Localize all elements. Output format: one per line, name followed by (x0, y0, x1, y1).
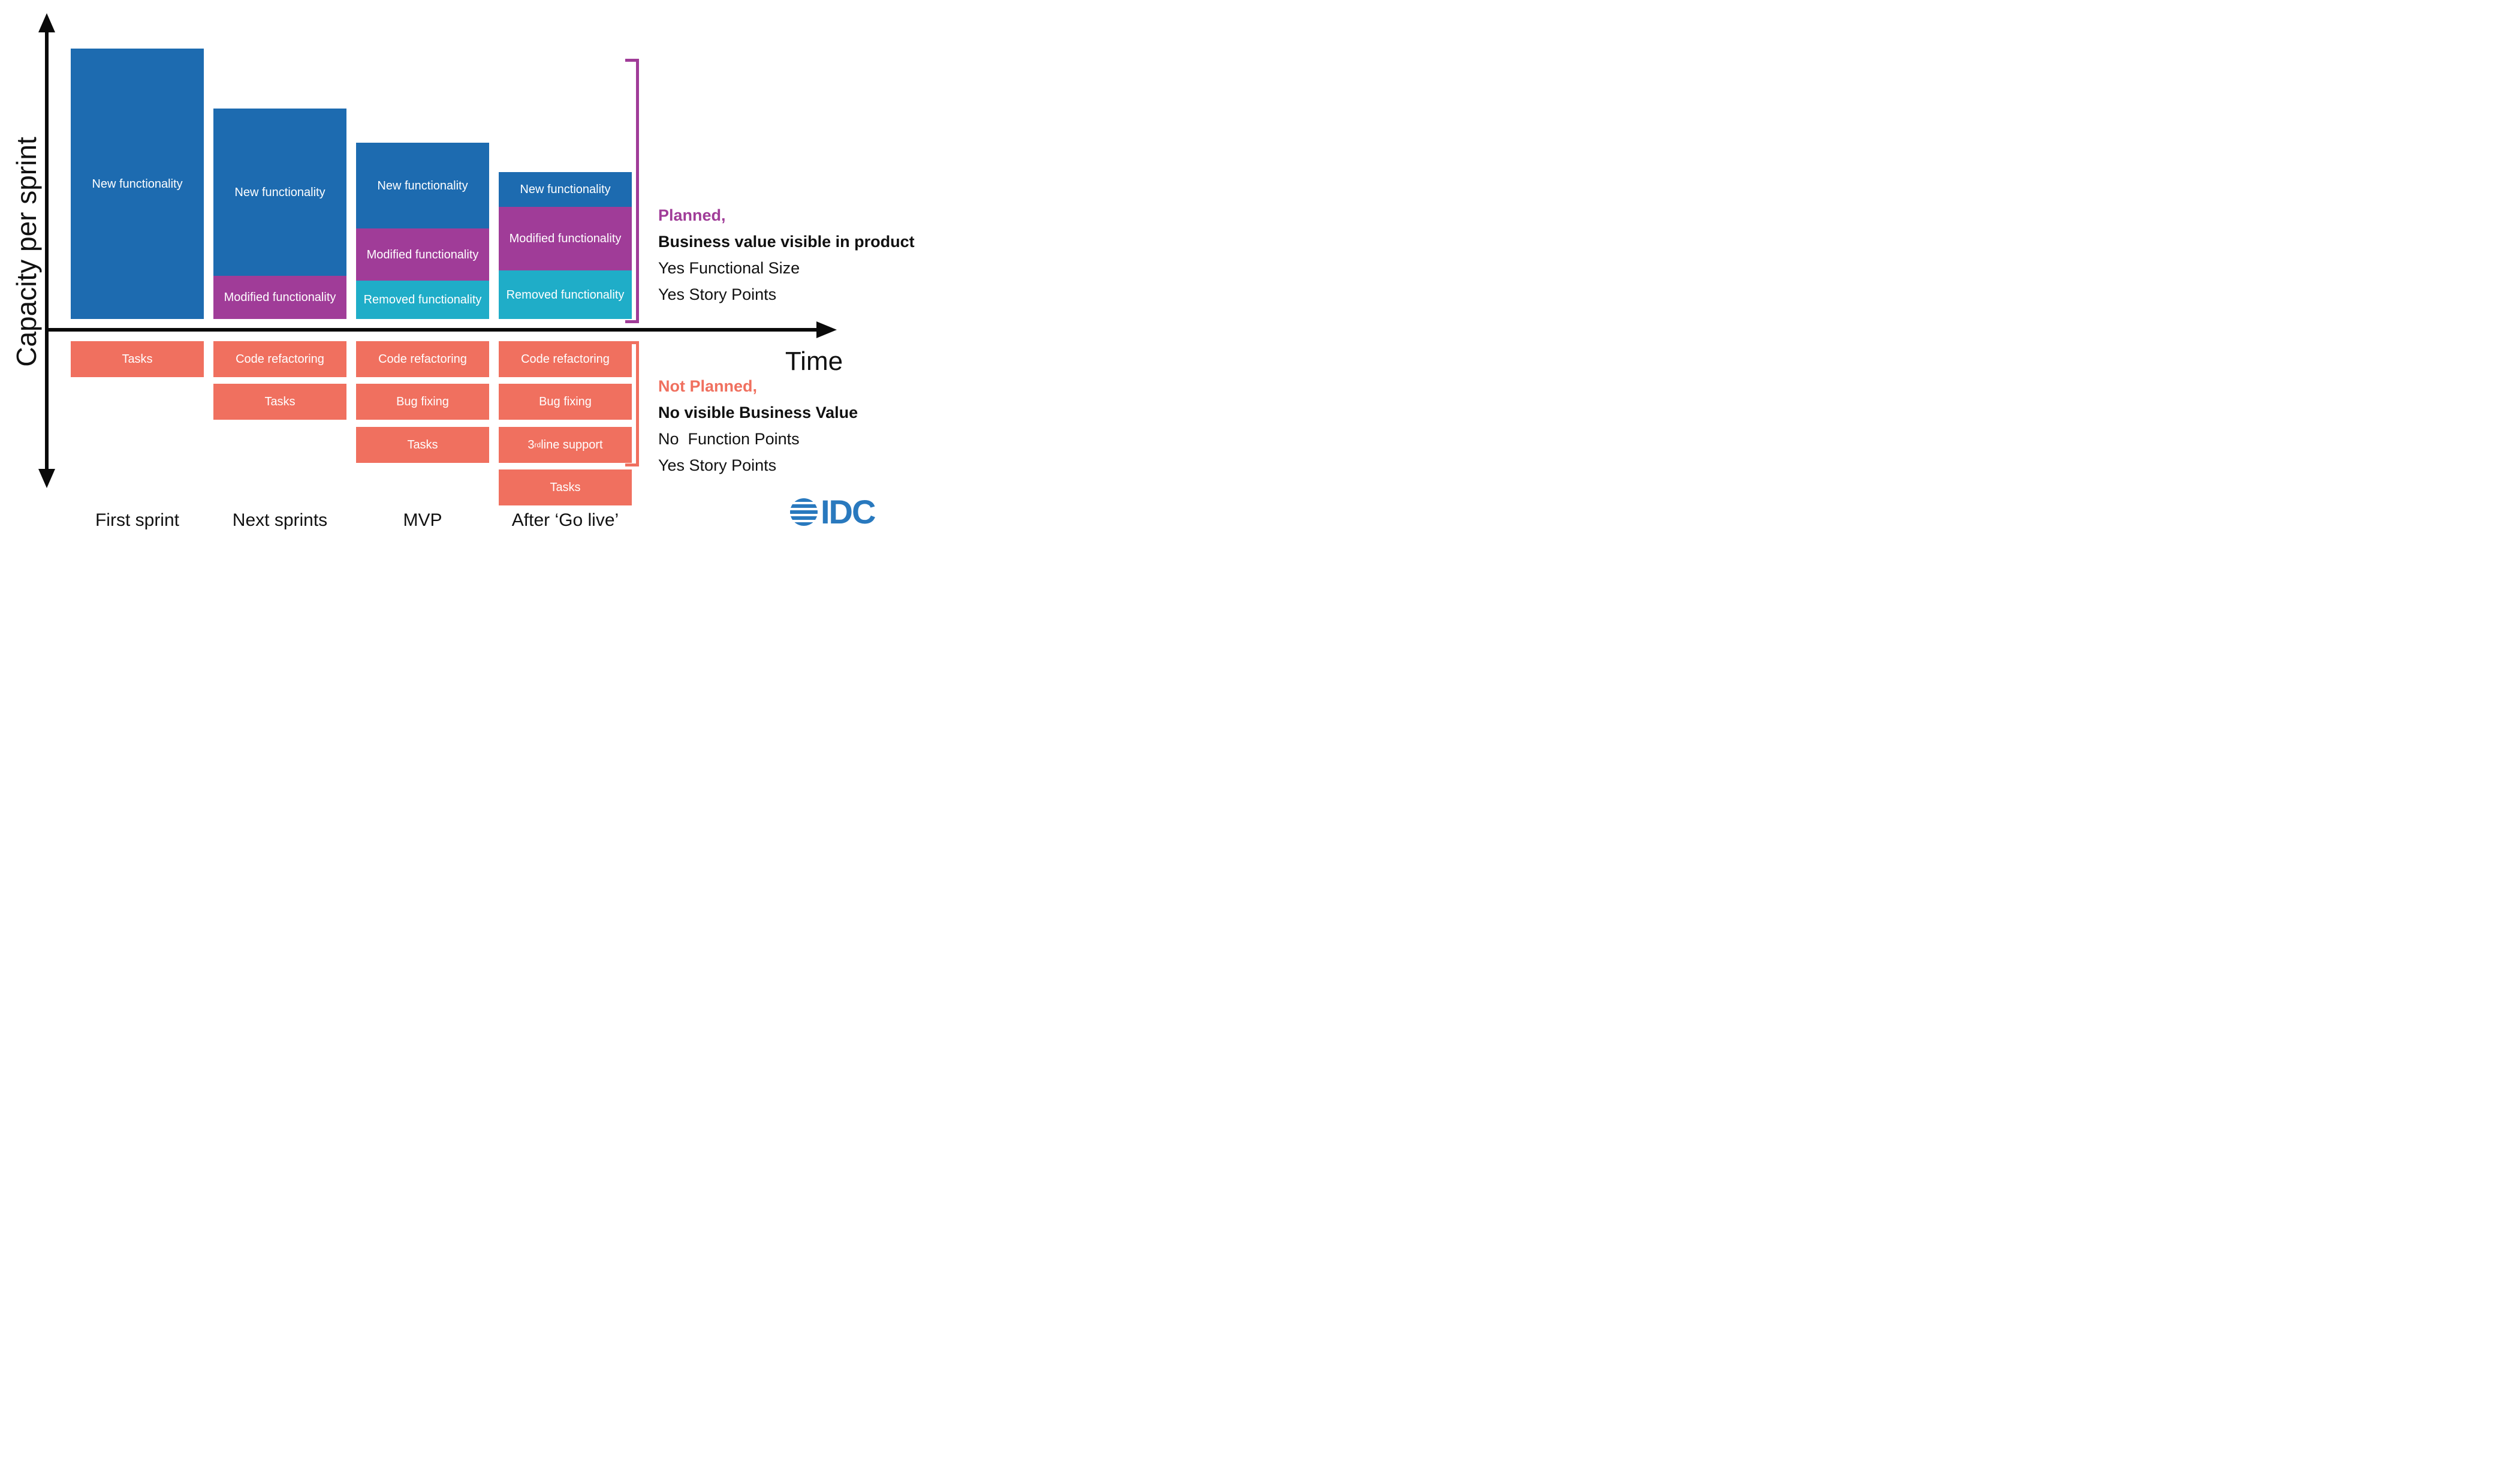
task-box-code-refactoring: Code refactoring (213, 341, 346, 377)
task-box-bug-fixing: Bug fixing (356, 384, 489, 420)
not-planned-note-line-2: No Function Points (658, 430, 800, 448)
x-axis-arrow-right-icon (816, 321, 837, 338)
task-box-tasks: Tasks (213, 384, 346, 420)
sprint-capacity-diagram: Capacity per sprint Time New functionali… (0, 0, 921, 542)
bar-segment-new-functionality: New functionality (213, 109, 346, 276)
column-label-1: First sprint (95, 510, 179, 530)
idc-logo-text: IDC (821, 493, 876, 531)
y-axis-arrow-up-icon (38, 13, 55, 32)
ordinal-superscript: rd (534, 441, 541, 449)
not-planned-note-line-3: Yes Story Points (658, 456, 777, 474)
bar-segment-modified-functionality: Modified functionality (213, 276, 346, 319)
planned-note-line-3: Yes Story Points (658, 285, 777, 303)
planned-note: Planned, Business value visible in produ… (658, 202, 915, 308)
task-box-bug-fixing: Bug fixing (499, 384, 632, 420)
y-axis-label: Capacity per sprint (11, 137, 42, 367)
not-planned-note-title: Not Planned, (658, 377, 758, 395)
bar-segment-new-functionality: New functionality (356, 143, 489, 228)
not-planned-note-line-1: No visible Business Value (658, 404, 858, 422)
bar-segment-removed-functionality: Removed functionality (499, 270, 632, 319)
task-box-code-refactoring: Code refactoring (356, 341, 489, 377)
task-box-tasks: Tasks (499, 469, 632, 505)
idc-globe-icon (790, 498, 818, 526)
bar-segment-removed-functionality: Removed functionality (356, 281, 489, 319)
not-planned-note: Not Planned, No visible Business Value N… (658, 373, 858, 478)
column-label-4: After ‘Go live’ (511, 510, 619, 530)
task-box-tasks: Tasks (71, 341, 204, 377)
planned-note-title: Planned, (658, 206, 726, 224)
not-planned-bracket (625, 341, 639, 466)
planned-note-line-2: Yes Functional Size (658, 259, 800, 277)
planned-bracket (625, 59, 639, 323)
column-label-2: Next sprints (232, 510, 328, 530)
bar-segment-modified-functionality: Modified functionality (499, 207, 632, 270)
planned-note-line-1: Business value visible in product (658, 233, 915, 251)
y-axis-line (45, 28, 49, 474)
x-axis-line (45, 328, 818, 332)
task-box-code-refactoring: Code refactoring (499, 341, 632, 377)
column-label-3: MVP (403, 510, 442, 530)
idc-logo: IDC (790, 493, 876, 531)
y-axis-arrow-down-icon (38, 469, 55, 488)
bar-segment-new-functionality: New functionality (71, 49, 204, 319)
task-box-tasks: Tasks (356, 427, 489, 463)
bar-segment-modified-functionality: Modified functionality (356, 228, 489, 281)
x-axis-label: Time (785, 347, 843, 376)
bar-segment-new-functionality: New functionality (499, 172, 632, 207)
